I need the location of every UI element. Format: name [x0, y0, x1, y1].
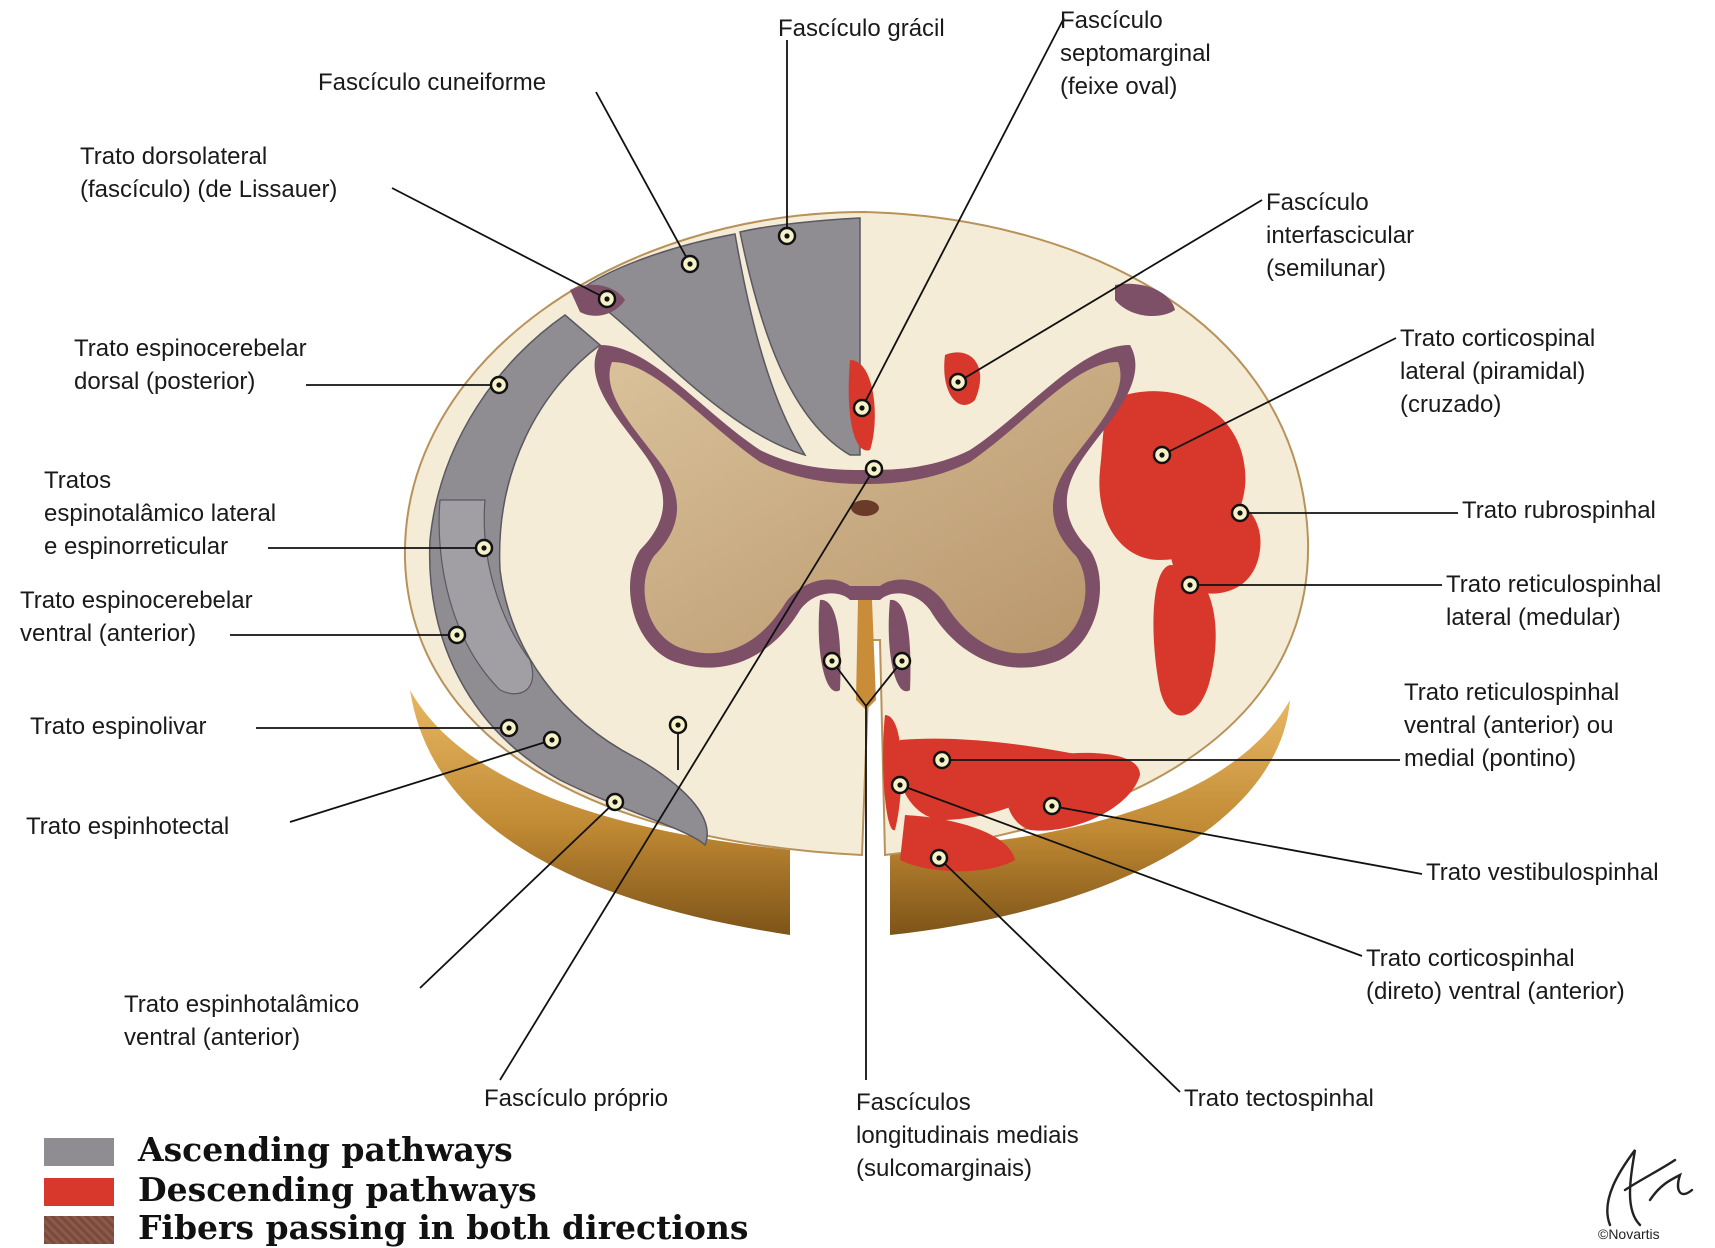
- tract-marker-dot: [859, 405, 864, 410]
- tract-marker-dot: [1187, 582, 1192, 587]
- label-fasciculo-cuneiforme: Fascículo cuneiforme: [318, 66, 546, 99]
- legend-label-both-directions: Fibers passing in both directions: [138, 1208, 748, 1248]
- tract-marker-dot: [612, 799, 617, 804]
- label-fasciculo-interfascicular: Fascículo interfascicular (semilunar): [1266, 186, 1414, 285]
- label-trato-reticulospinhal-ventral: Trato reticulospinhal ventral (anterior)…: [1404, 676, 1619, 775]
- tract-marker-dot: [897, 782, 902, 787]
- tract-marker-dot: [1159, 452, 1164, 457]
- label-fasciculos-longitudinais: Fascículos longitudinais mediais (sulcom…: [856, 1086, 1079, 1185]
- label-fasciculo-septomarginal: Fascículo septomarginal (feixe oval): [1060, 4, 1211, 103]
- tract-marker-dot: [1237, 510, 1242, 515]
- leader-line-trato-dorsolateral: [392, 188, 607, 299]
- tract-marker-dot: [899, 658, 904, 663]
- tract-marker-dot: [687, 261, 692, 266]
- tract-marker-dot: [454, 632, 459, 637]
- tract-marker-dot: [939, 757, 944, 762]
- signature-caption: ©Novartis: [1598, 1226, 1660, 1242]
- label-trato-reticulospinhal-lateral: Trato reticulospinhal lateral (medular): [1446, 568, 1661, 634]
- label-trato-dorsolateral: Trato dorsolateral (fascículo) (de Lissa…: [80, 140, 337, 206]
- tract-marker-dot: [496, 382, 501, 387]
- label-trato-espinocerebelar-dorsal: Trato espinocerebelar dorsal (posterior): [74, 332, 307, 398]
- legend-swatch-ascending: [44, 1138, 114, 1166]
- label-trato-corticospinal-lateral: Trato corticospinal lateral (piramidal) …: [1400, 322, 1595, 421]
- tract-marker-dot: [955, 379, 960, 384]
- label-trato-vestibulospinhal: Trato vestibulospinhal: [1426, 856, 1659, 889]
- legend-swatch-descending: [44, 1178, 114, 1206]
- label-tratos-espinotalamico: Tratos espinotalâmico lateral e espinorr…: [44, 464, 276, 563]
- tract-marker-dot: [506, 725, 511, 730]
- tract-marker-dot: [784, 233, 789, 238]
- tract-marker-dot: [549, 737, 554, 742]
- tract-marker-dot: [481, 545, 486, 550]
- label-trato-espinocerebelar-ventral: Trato espinocerebelar ventral (anterior): [20, 584, 253, 650]
- central-canal: [851, 500, 879, 516]
- tract-marker-dot: [675, 722, 680, 727]
- legend-swatch-both-directions: [44, 1216, 114, 1244]
- tract-marker-dot: [936, 855, 941, 860]
- label-trato-espinhotalamico-ventral: Trato espinhotalâmico ventral (anterior): [124, 988, 359, 1054]
- label-trato-corticospinhal-ventral: Trato corticospinhal (direto) ventral (a…: [1366, 942, 1625, 1008]
- tract-marker-dot: [871, 466, 876, 471]
- legend-label-ascending: Ascending pathways: [138, 1130, 513, 1170]
- label-fasciculo-proprio: Fascículo próprio: [484, 1082, 668, 1115]
- tract-marker-dot: [1049, 803, 1054, 808]
- tract-marker-dot: [604, 296, 609, 301]
- label-trato-espinolivar: Trato espinolivar: [30, 710, 207, 743]
- label-trato-espinhotectal: Trato espinhotectal: [26, 810, 229, 843]
- label-trato-rubrospinhal: Trato rubrospinhal: [1462, 494, 1656, 527]
- label-trato-tectospinhal: Trato tectospinhal: [1184, 1082, 1374, 1115]
- artist-signature: [1580, 1130, 1700, 1240]
- leader-line-fasciculo-cuneiforme: [596, 92, 690, 264]
- legend-label-descending: Descending pathways: [138, 1170, 537, 1210]
- label-fasciculo-gracil: Fascículo grácil: [778, 12, 945, 45]
- tract-marker-dot: [829, 658, 834, 663]
